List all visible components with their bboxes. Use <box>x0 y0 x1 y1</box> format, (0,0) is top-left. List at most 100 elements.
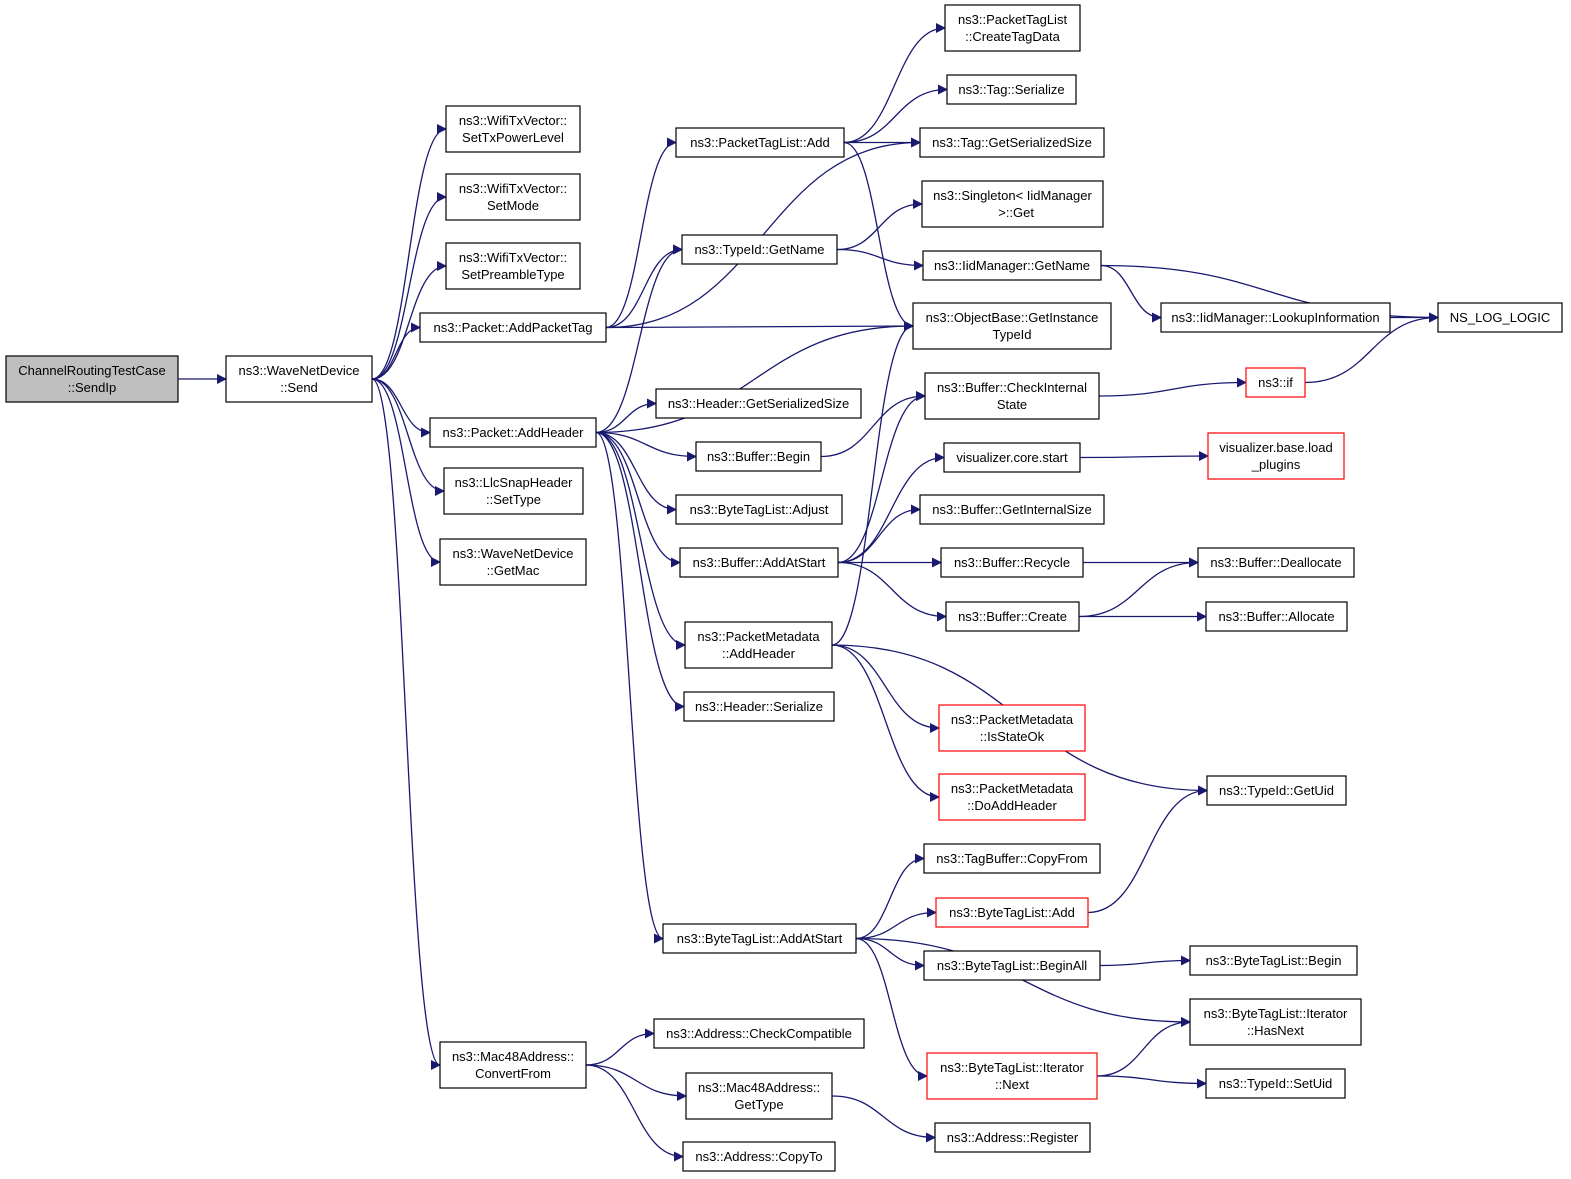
function-node-convertfrom[interactable]: ns3::Mac48Address::ConvertFrom <box>439 1041 587 1089</box>
function-node-getmac[interactable]: ns3::WaveNetDevice::GetMac <box>439 538 587 586</box>
function-node-btl-addatstart[interactable]: ns3::ByteTagList::AddAtStart <box>662 923 857 954</box>
call-edge-send-to-getmac <box>371 378 441 567</box>
call-edge-mac48_gettype-to-addr_register <box>831 1095 936 1143</box>
node-label: ns3::TypeId::SetUid <box>1219 1076 1332 1091</box>
function-node-tagbuf-copyfrom[interactable]: ns3::TagBuffer::CopyFrom <box>923 843 1101 874</box>
node-label: ns3::Buffer::Create <box>958 609 1067 624</box>
call-edge-btl_addatstart-to-btl_iter_next <box>855 937 928 1081</box>
node-label: ns3::Buffer::Deallocate <box>1210 555 1341 570</box>
function-node-buf-recycle[interactable]: ns3::Buffer::Recycle <box>940 547 1084 578</box>
node-box <box>439 1041 587 1089</box>
call-edge-buf_checkinternal-to-ns3_if <box>1098 377 1247 397</box>
function-node-btl-beginall[interactable]: ns3::ByteTagList::BeginAll <box>923 950 1101 981</box>
nodes-layer: ChannelRoutingTestCase::SendIpns3::WaveN… <box>5 4 1563 1172</box>
node-box <box>439 538 587 586</box>
call-edge-addpackettag-to-ptl_add <box>605 137 677 329</box>
function-node-buf-addatstart[interactable]: ns3::Buffer::AddAtStart <box>679 547 839 578</box>
node-box <box>1189 998 1362 1046</box>
call-edge-addheader-to-buf_addatstart <box>595 431 681 568</box>
function-node-ns3-if[interactable]: ns3::if <box>1245 367 1306 398</box>
call-edge-buf_addatstart-to-buf_getinternalsize <box>837 504 921 564</box>
function-node-root[interactable]: ChannelRoutingTestCase::SendIp <box>5 355 179 403</box>
function-node-buf-getinternalsize[interactable]: ns3::Buffer::GetInternalSize <box>919 494 1105 525</box>
node-label: ::IsStateOk <box>980 729 1045 744</box>
node-label: ns3::Buffer::CheckInternal <box>937 380 1087 395</box>
function-node-pm-doaddheader[interactable]: ns3::PacketMetadata::DoAddHeader <box>938 773 1086 821</box>
function-node-addr-register[interactable]: ns3::Address::Register <box>934 1122 1091 1153</box>
node-label: ns3::PacketMetadata <box>951 781 1074 796</box>
call-edge-addheader-to-buf_begin <box>595 431 697 462</box>
node-box <box>683 691 835 722</box>
call-edge-buf_addatstart-to-buf_checkinternal <box>837 391 926 564</box>
function-node-iid-lookup[interactable]: ns3::IidManager::LookupInformation <box>1160 302 1391 333</box>
function-node-btl-adjust[interactable]: ns3::ByteTagList::Adjust <box>675 494 843 525</box>
call-edge-typeid_getname-to-singleton_get <box>836 199 923 251</box>
node-box <box>1245 367 1306 398</box>
node-box <box>445 242 581 290</box>
node-box <box>675 127 845 158</box>
function-node-btl-iter-next[interactable]: ns3::ByteTagList::Iterator::Next <box>926 1052 1098 1100</box>
function-node-viz-loadplugins[interactable]: visualizer.base.load_plugins <box>1207 432 1345 480</box>
node-label: ::CreateTagData <box>965 29 1060 44</box>
function-node-typeid-setuid[interactable]: ns3::TypeId::SetUid <box>1205 1068 1346 1099</box>
function-node-tag-serialize[interactable]: ns3::Tag::Serialize <box>946 74 1077 105</box>
function-node-singleton-get[interactable]: ns3::Singleton< IidManager >::Get <box>921 180 1104 228</box>
node-label: ::Next <box>995 1077 1029 1092</box>
node-box <box>1160 302 1391 333</box>
node-box <box>1207 432 1345 480</box>
node-label: ns3::IidManager::GetName <box>934 258 1090 273</box>
node-box <box>944 4 1081 52</box>
function-node-addpackettag[interactable]: ns3::Packet::AddPacketTag <box>419 312 607 343</box>
function-node-addr-checkcompat[interactable]: ns3::Address::CheckCompatible <box>653 1018 865 1049</box>
function-node-ptl-createtagdata[interactable]: ns3::PacketTagList::CreateTagData <box>944 4 1081 52</box>
function-node-buf-begin[interactable]: ns3::Buffer::Begin <box>695 441 822 472</box>
node-label: >::Get <box>991 205 1034 220</box>
node-label: NS_LOG_LOGIC <box>1450 310 1550 325</box>
function-node-iid-getname[interactable]: ns3::IidManager::GetName <box>922 250 1102 281</box>
function-node-buf-create[interactable]: ns3::Buffer::Create <box>945 601 1080 632</box>
function-node-pm-addheader[interactable]: ns3::PacketMetadata::AddHeader <box>684 621 833 669</box>
function-node-hdr-serialize[interactable]: ns3::Header::Serialize <box>683 691 835 722</box>
function-node-addheader[interactable]: ns3::Packet::AddHeader <box>429 417 597 448</box>
function-node-buf-allocate[interactable]: ns3::Buffer::Allocate <box>1205 601 1348 632</box>
node-box <box>682 1141 836 1172</box>
function-node-setmode[interactable]: ns3::WifiTxVector::SetMode <box>445 173 581 221</box>
function-node-mac48-gettype[interactable]: ns3::Mac48Address::GetType <box>685 1072 833 1120</box>
function-node-preamble[interactable]: ns3::WifiTxVector::SetPreambleType <box>445 242 581 290</box>
node-label: ns3::Address::CopyTo <box>695 1149 822 1164</box>
node-label: ns3::Tag::GetSerializedSize <box>932 135 1092 150</box>
call-edge-btl_iter_next-to-btl_iter_hasnext <box>1096 1017 1191 1077</box>
function-node-btl-begin[interactable]: ns3::ByteTagList::Begin <box>1189 945 1358 976</box>
call-edge-btl_iter_next-to-typeid_setuid <box>1096 1075 1207 1089</box>
function-node-pm-isstateok[interactable]: ns3::PacketMetadata::IsStateOk <box>938 704 1086 752</box>
call-edge-send-to-addpackettag <box>371 322 421 380</box>
function-node-typeid-getname[interactable]: ns3::TypeId::GetName <box>681 234 838 265</box>
node-label: ns3::if <box>1258 375 1293 390</box>
function-node-ns-log-logic[interactable]: NS_LOG_LOGIC <box>1437 302 1563 333</box>
function-node-typeid-getuid[interactable]: ns3::TypeId::GetUid <box>1206 775 1347 806</box>
node-box <box>926 1052 1098 1100</box>
node-label: ns3::Buffer::Recycle <box>954 555 1070 570</box>
function-node-ptl-add[interactable]: ns3::PacketTagList::Add <box>675 127 845 158</box>
function-node-viz-core-start[interactable]: visualizer.core.start <box>943 442 1081 473</box>
call-edge-buf_begin-to-buf_checkinternal <box>820 391 926 458</box>
function-node-btl-add[interactable]: ns3::ByteTagList::Add <box>935 897 1089 928</box>
call-edge-send-to-llcsettype <box>371 378 445 496</box>
call-edge-addpackettag-to-objbase_getinst <box>605 321 914 332</box>
node-label: ns3::WaveNetDevice <box>239 363 360 378</box>
function-node-buf-deallocate[interactable]: ns3::Buffer::Deallocate <box>1197 547 1355 578</box>
function-node-hdr-getsersize[interactable]: ns3::Header::GetSerializedSize <box>655 388 862 419</box>
node-label: ns3::ByteTagList::Iterator <box>940 1060 1084 1075</box>
function-node-txpower[interactable]: ns3::WifiTxVector::SetTxPowerLevel <box>445 105 581 153</box>
node-label: ns3::IidManager::LookupInformation <box>1171 310 1379 325</box>
function-node-tag-getsersize[interactable]: ns3::Tag::GetSerializedSize <box>919 127 1105 158</box>
function-node-llcsettype[interactable]: ns3::LlcSnapHeader::SetType <box>443 467 584 515</box>
function-node-send[interactable]: ns3::WaveNetDevice::Send <box>225 355 373 403</box>
node-label: TypeId <box>992 327 1031 342</box>
function-node-addr-copyto[interactable]: ns3::Address::CopyTo <box>682 1141 836 1172</box>
node-box <box>443 467 584 515</box>
node-box <box>681 234 838 265</box>
function-node-btl-iter-hasnext[interactable]: ns3::ByteTagList::Iterator::HasNext <box>1189 998 1362 1046</box>
